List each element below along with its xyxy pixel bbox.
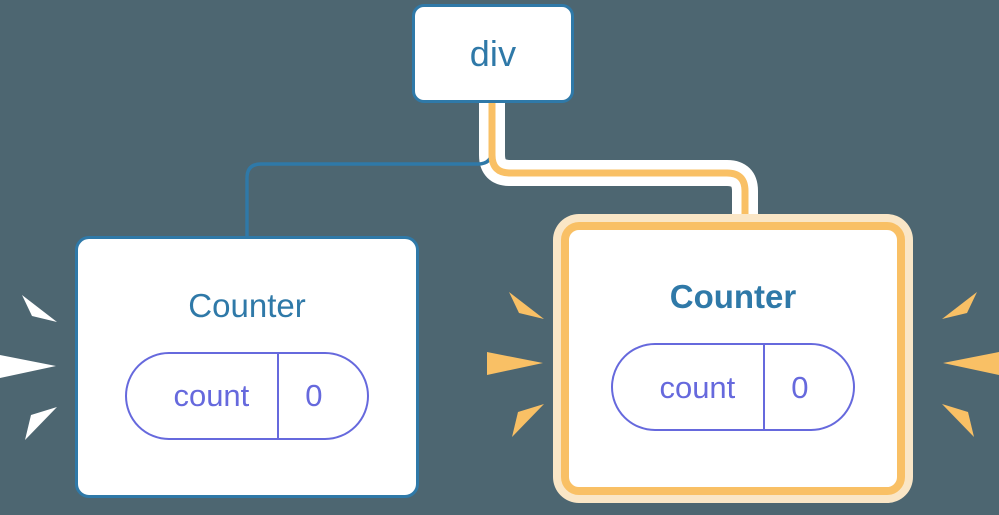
spark-ray-middle bbox=[0, 355, 56, 378]
spark-ray-middle bbox=[943, 352, 999, 375]
spark-rays-left-white bbox=[0, 283, 62, 451]
state-key-left: count bbox=[173, 378, 250, 413]
spark-ray-upper bbox=[22, 295, 57, 322]
spark-ray-lower bbox=[25, 407, 57, 440]
node-counter-right-label: Counter bbox=[669, 278, 797, 315]
state-pill-left[interactable]: count 0 bbox=[125, 351, 369, 440]
state-value-left: 0 bbox=[277, 353, 366, 438]
node-counter-left[interactable]: Counter count 0 bbox=[75, 236, 419, 498]
state-key-right: count bbox=[659, 369, 736, 405]
spark-ray-lower bbox=[512, 404, 544, 437]
wire-root-to-left-counter bbox=[245, 103, 494, 240]
spark-rays-middle-orange bbox=[487, 280, 549, 448]
spark-ray-upper bbox=[942, 292, 977, 319]
node-counter-right[interactable]: Counter count 0 bbox=[561, 222, 905, 495]
state-pill-right[interactable]: count 0 bbox=[611, 343, 855, 431]
node-div[interactable]: div bbox=[412, 4, 574, 103]
node-counter-left-label: Counter bbox=[188, 286, 306, 324]
spark-ray-middle bbox=[487, 352, 543, 375]
spark-ray-lower bbox=[942, 404, 974, 437]
state-value-right: 0 bbox=[763, 345, 852, 429]
wire-root-to-right-counter bbox=[488, 103, 749, 245]
node-div-label: div bbox=[469, 32, 517, 74]
spark-rays-right-orange bbox=[937, 280, 999, 448]
spark-ray-upper bbox=[509, 292, 544, 319]
